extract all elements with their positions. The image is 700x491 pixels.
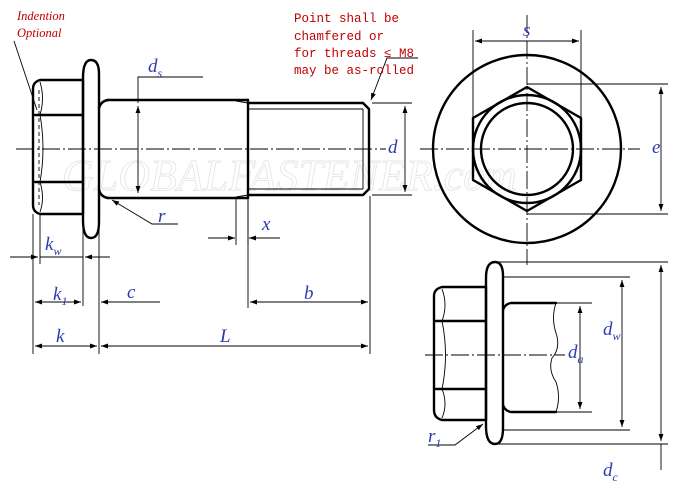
- indention-note-line-1: Indention: [16, 9, 65, 23]
- side-view: [10, 40, 418, 354]
- point-note-line-4: may be as-rolled: [294, 64, 414, 78]
- shank: [106, 98, 250, 200]
- bolt-head: [31, 78, 85, 216]
- end-view: [420, 15, 668, 265]
- detail-head: [432, 285, 488, 422]
- label-k: k: [56, 326, 65, 347]
- label-kw: kw: [45, 234, 61, 258]
- indention-note-line-2: Optional: [17, 26, 62, 40]
- label-d: d: [388, 137, 398, 158]
- label-r1: r1: [428, 426, 441, 450]
- label-dw: dw: [603, 319, 621, 343]
- label-dc: dc: [603, 460, 619, 484]
- label-b: b: [304, 283, 314, 304]
- watermark: GLOBALFASTENER.com: [62, 151, 517, 200]
- point-note-line-2: chamfered or: [294, 30, 384, 44]
- label-L: L: [219, 326, 231, 347]
- hex-outline: [471, 85, 583, 213]
- label-r: r: [158, 206, 166, 227]
- point-note-line-3: for threads ≤ M8: [294, 47, 414, 61]
- point-note-line-1: Point shall be: [294, 12, 399, 26]
- label-k1: k1: [53, 284, 67, 308]
- label-x: x: [261, 214, 271, 235]
- label-e: e: [652, 137, 660, 158]
- label-c: c: [127, 282, 136, 303]
- label-da: da: [568, 342, 584, 366]
- detail-view: [425, 260, 668, 470]
- detail-flange: [484, 260, 505, 446]
- label-ds: ds: [148, 56, 163, 80]
- label-s: s: [523, 20, 530, 41]
